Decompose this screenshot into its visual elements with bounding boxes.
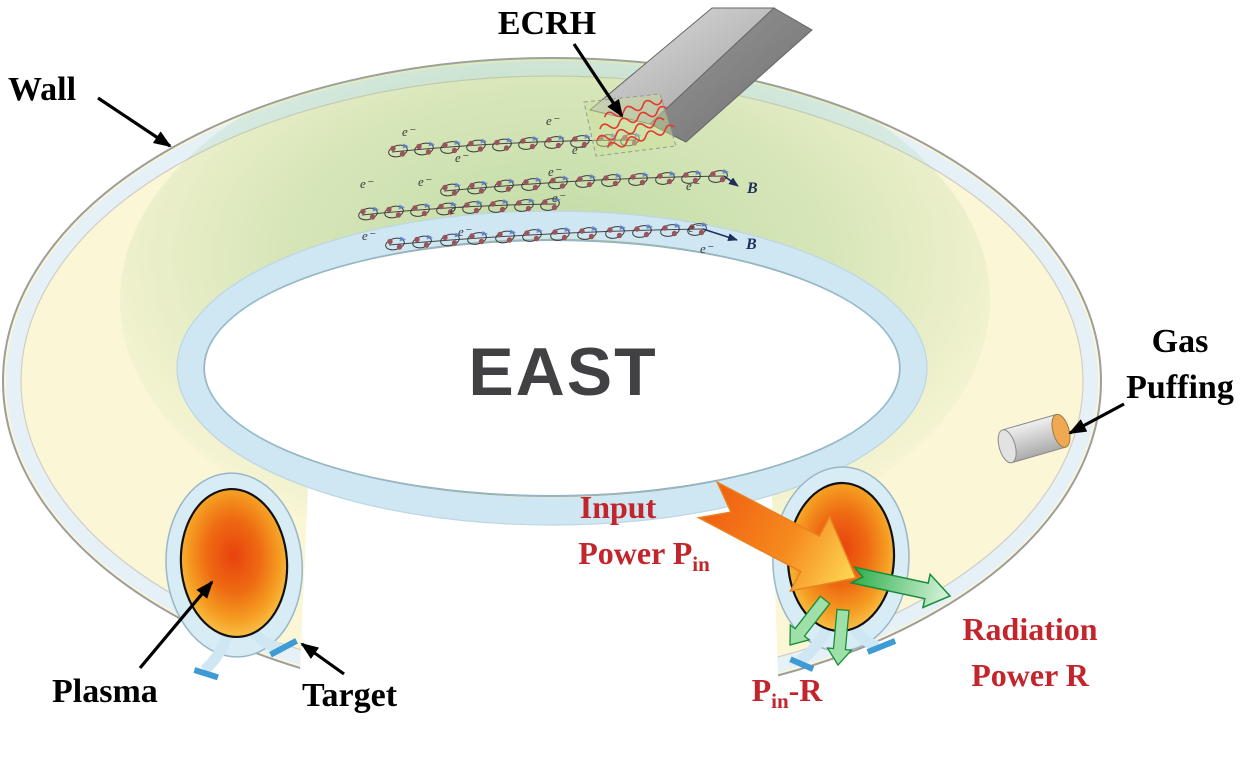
electron-label: e⁻ (455, 150, 469, 165)
gas-puffing-label-line1: Gas (1152, 323, 1209, 360)
electron-spiral-chains: B B e⁻ e⁻ e⁻ e⁻ e⁻ e⁻ e⁻ e⁻ e⁻ e⁻ e⁻ e⁻ … (356, 113, 758, 256)
b-field-arrow-2 (702, 228, 738, 242)
electron-label: e⁻ (450, 202, 464, 217)
plasma-label: Plasma (52, 673, 158, 710)
electron-label: e⁻ (362, 228, 376, 243)
power-to-target-arrow-2 (826, 608, 853, 667)
electron-label: e⁻ (686, 178, 700, 193)
pinr-main: P (752, 672, 772, 708)
radiation-power-arrow (849, 566, 952, 609)
field-line-2 (443, 175, 725, 192)
power-to-target-arrow-1 (789, 595, 831, 646)
input-power-arrow (696, 480, 858, 593)
electron-labels: e⁻ e⁻ e⁻ e⁻ e⁻ e⁻ e⁻ e⁻ e⁻ e⁻ e⁻ e⁻ e⁻ e… (360, 113, 714, 256)
ecrh-pointer-arrow (572, 43, 624, 118)
input-power-text: Power P (578, 535, 692, 571)
b-field-label-1: B (746, 180, 758, 197)
electron-label: e⁻ (418, 174, 432, 189)
wall-pointer-arrow (97, 96, 172, 148)
waveguide-exit-window (583, 93, 677, 157)
pin-minus-r-label: Pin-R (752, 672, 824, 713)
annotation-arrows (97, 43, 1125, 676)
target-label: Target (302, 677, 398, 714)
b-field-label-2: B (745, 236, 757, 253)
plasma-pointer-arrow (138, 580, 214, 670)
east-title: EAST (468, 334, 657, 410)
input-power-label-line2: Power Pin (578, 535, 710, 576)
front-cutaway (296, 487, 781, 763)
electron-label: e⁻ (572, 142, 586, 157)
radiation-power-label-line2: Power R (971, 657, 1089, 693)
ecrh-label: ECRH (498, 5, 596, 42)
electron-label: e⁻ (700, 241, 714, 256)
inner-wall-blue-band (177, 211, 927, 525)
electron-label: e⁻ (458, 224, 472, 239)
gas-puffing-port (997, 413, 1071, 464)
electron-label: e⁻ (546, 113, 560, 128)
pinr-subscript: in (771, 689, 789, 713)
electron-label: e⁻ (552, 190, 566, 205)
inner-wall-band-outer-edge (176, 210, 928, 526)
waveguide-side-face (649, 7, 813, 143)
pinr-tail: -R (789, 672, 824, 708)
input-power-subscript: in (692, 552, 710, 576)
gas-puffing-label-line2: Puffing (1126, 369, 1234, 406)
ecrh-microwaves (596, 99, 676, 148)
electron-label: e⁻ (360, 176, 374, 191)
electron-label: e⁻ (402, 124, 416, 139)
electron-label: e⁻ (548, 164, 562, 179)
electron-label: e⁻ (688, 220, 702, 235)
gas-cylinder-back-cap (997, 429, 1017, 464)
radiation-power-label-line1: Radiation (962, 611, 1097, 647)
target-pointer-arrow (300, 642, 345, 676)
b-field-arrow-1 (723, 175, 739, 187)
gas-puffing-pointer-arrow (1068, 402, 1125, 435)
field-line-1 (391, 139, 637, 153)
input-power-label-line1: Input (580, 489, 657, 525)
wall-label: Wall (8, 71, 76, 108)
ecrh-waveguide (583, 7, 813, 157)
inner-wall-band-inner-edge (203, 239, 901, 497)
